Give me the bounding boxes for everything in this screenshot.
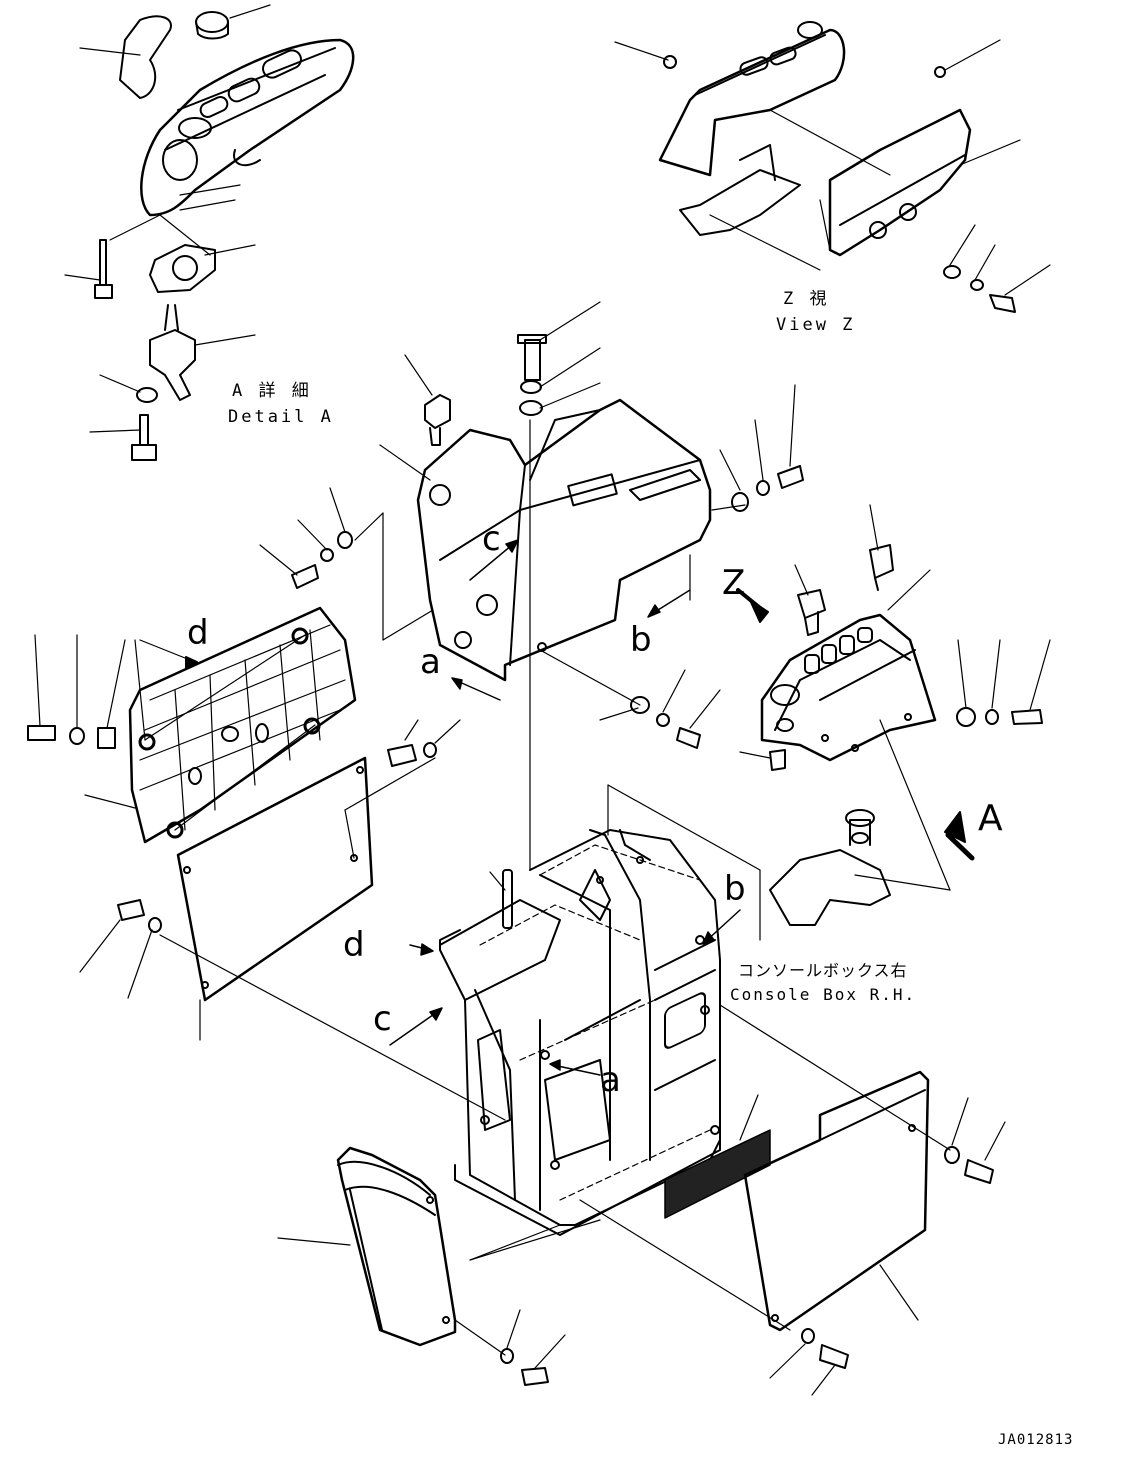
console-box-rh-group	[736, 504, 1051, 926]
ref-letter-A: A	[978, 798, 1003, 839]
detail-a-caption-en: Detail A	[228, 407, 334, 427]
ref-letter-a-cover: a	[420, 642, 441, 682]
left-plate-group	[79, 719, 506, 1121]
frame-group	[389, 784, 951, 1331]
detail-a-group	[64, 4, 355, 461]
console-box-caption-en: Console Box R.H.	[730, 985, 917, 1004]
console-box-caption-jp: コンソールボックス右	[738, 961, 908, 980]
console-cover-group	[259, 301, 804, 871]
lower-right-plates-group	[664, 1070, 1006, 1396]
detail-a-caption-jp: A 詳 細	[232, 381, 312, 401]
ref-letter-a-frame: a	[600, 1060, 621, 1100]
ref-letter-c-frame: c	[373, 999, 392, 1039]
drawing-code: JA012813	[998, 1432, 1074, 1448]
ref-letter-c-cover: c	[482, 519, 501, 559]
ref-letter-z: Z	[722, 563, 746, 603]
left-panel-group	[27, 606, 357, 844]
ref-letter-b-cover: b	[630, 620, 652, 660]
view-z-caption-jp: Z 視	[783, 289, 830, 309]
view-z-caption-en: View Z	[776, 315, 856, 335]
lower-curved-cover-group	[277, 1146, 566, 1386]
view-z-group	[614, 21, 1051, 313]
ref-letter-d-panel: d	[187, 613, 209, 653]
ref-letter-b-frame: b	[724, 869, 746, 909]
ref-letter-d-frame: d	[343, 925, 365, 965]
